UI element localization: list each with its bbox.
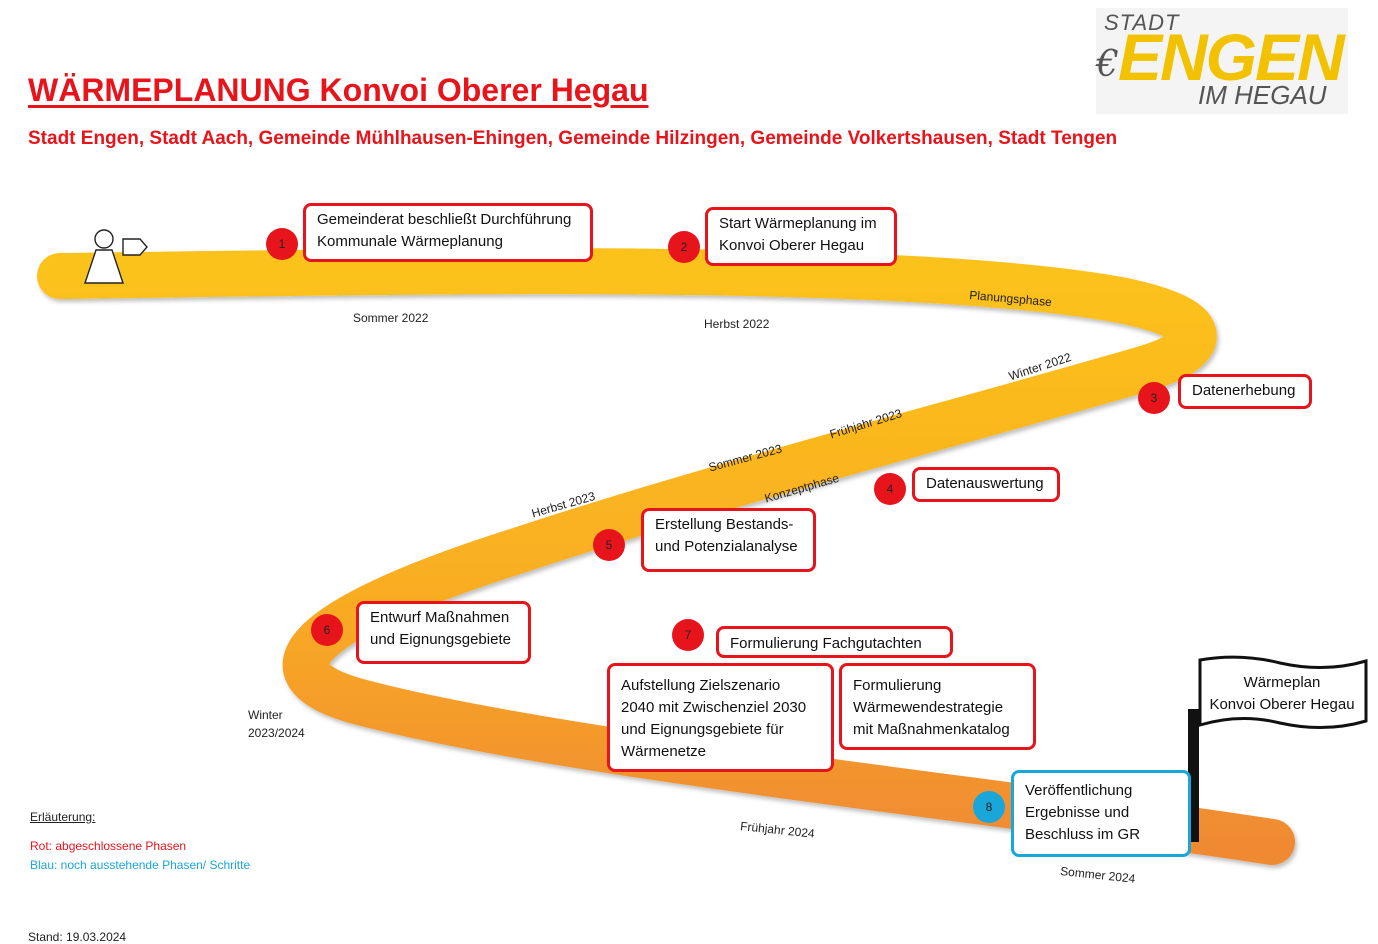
- step-strategie-box: Formulierung Wärmewendestrategie mit Maß…: [839, 663, 1036, 750]
- step-5-box: Erstellung Bestands- und Potenzialanalys…: [641, 508, 816, 572]
- step-1-marker: 1: [266, 228, 298, 260]
- step-8-marker: 8: [973, 791, 1005, 823]
- flag-text: Wärmeplan Konvoi Oberer Hegau: [1209, 674, 1355, 713]
- season-label: 2023/2024: [248, 726, 305, 740]
- step-7-box: Formulierung Fachgutachten: [716, 626, 953, 658]
- logo-engen: ENGEN: [1118, 20, 1345, 94]
- stand-date: Stand: 19.03.2024: [28, 930, 127, 944]
- season-label: Herbst 2022: [704, 317, 770, 331]
- logo-mark-icon: €: [1096, 44, 1119, 85]
- step-2-box: Start Wärmeplanung im Konvoi Oberer Hega…: [705, 207, 897, 266]
- step-5-marker: 5: [593, 529, 625, 561]
- finish-flag-icon: [1188, 655, 1368, 842]
- city-logo: STADT ENGEN € IM HEGAU: [1096, 8, 1348, 114]
- step-3-box: Datenerhebung: [1178, 374, 1312, 409]
- logo-im-hegau: IM HEGAU: [1198, 80, 1327, 110]
- step-8-box: Veröffentlichung Ergebnisse und Beschlus…: [1011, 770, 1191, 857]
- step-1-box: Gemeinderat beschließt Durchführung Komm…: [303, 203, 593, 262]
- legend-heading: Erläuterung:: [30, 810, 96, 824]
- step-6-marker: 6: [311, 614, 343, 646]
- step-zielszenario-box: Aufstellung Zielszenario 2040 mit Zwisch…: [607, 663, 834, 772]
- page-subtitle: Stadt Engen, Stadt Aach, Gemeinde Mühlha…: [28, 128, 1118, 149]
- step-4-marker: 4: [874, 473, 906, 505]
- step-6-box: Entwurf Maßnahmen und Eignungsgebiete: [356, 601, 531, 664]
- legend-blue: Blau: noch ausstehende Phasen/ Schritte: [30, 858, 251, 872]
- step-2-marker: 2: [668, 231, 700, 263]
- logo-stadt: STADT: [1104, 10, 1180, 35]
- person-icon: [84, 229, 148, 284]
- page-title: WÄRMEPLANUNG Konvoi Oberer Hegau: [28, 72, 649, 108]
- step-7-marker: 7: [672, 619, 704, 651]
- season-label: Sommer 2022: [353, 311, 429, 325]
- legend-red: Rot: abgeschlossene Phasen: [30, 839, 187, 853]
- season-label: Winter: [248, 708, 283, 722]
- step-3-marker: 3: [1138, 382, 1170, 414]
- step-4-box: Datenauswertung: [912, 467, 1060, 502]
